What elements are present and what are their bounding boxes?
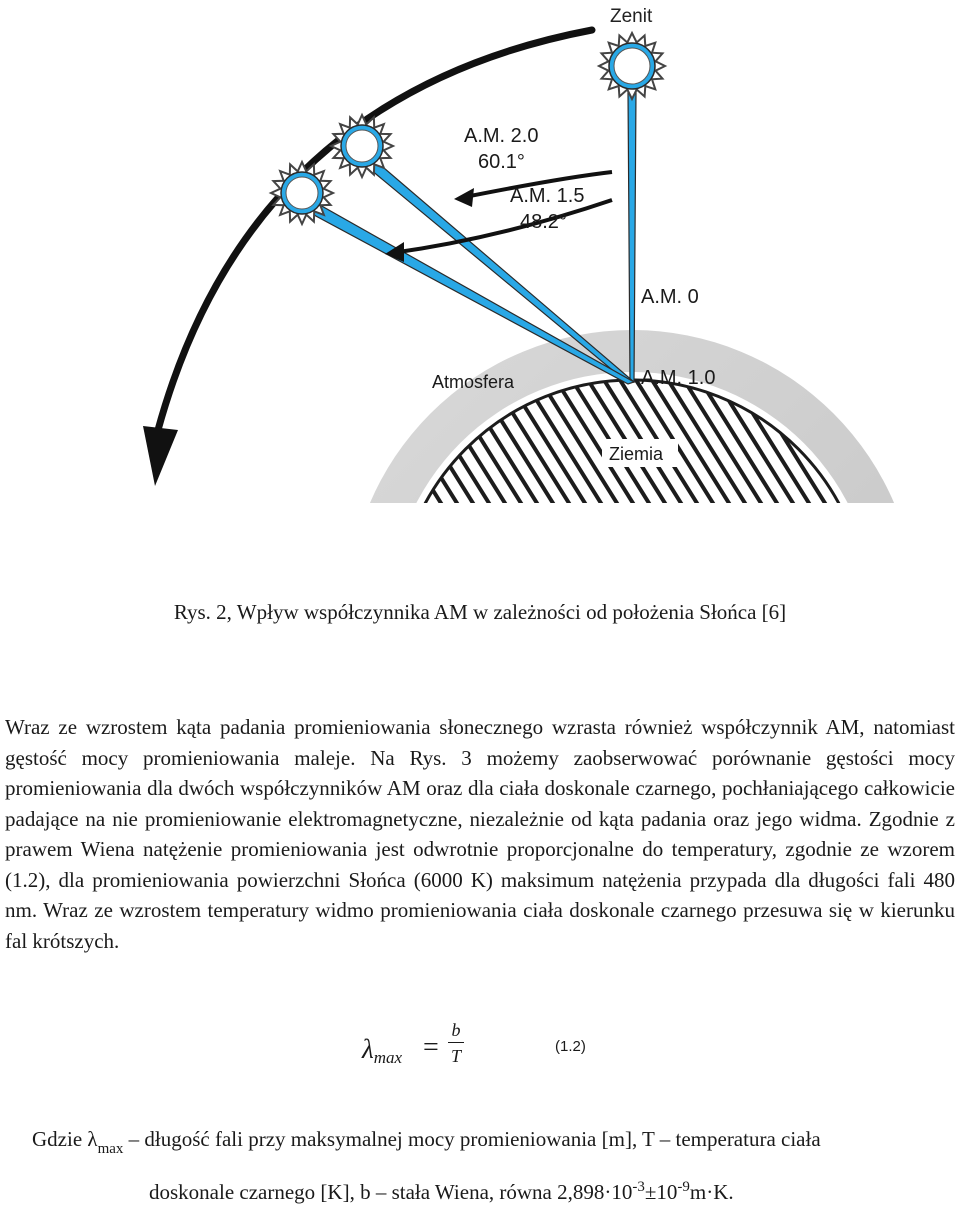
- hatch-line: [666, 380, 867, 503]
- label-zenith: Zenit: [610, 6, 653, 27]
- label-atmosphere: Atmosfera: [432, 372, 515, 392]
- hatch-line: [956, 380, 960, 510]
- hatch-line: [0, 380, 152, 510]
- label-am15: A.M. 1.5: [510, 185, 584, 207]
- hatch-line: [426, 380, 730, 503]
- definition-prefix: Gdzie λ: [32, 1127, 98, 1151]
- hatch-line: [490, 380, 794, 503]
- sun-icon: [596, 30, 668, 102]
- hatch-line: [506, 380, 810, 503]
- beam-am0: [627, 91, 637, 383]
- hatch-line: [0, 380, 264, 510]
- hatch-line: [730, 380, 867, 503]
- sun-core: [285, 176, 319, 210]
- formula-equals: =: [423, 1032, 439, 1063]
- hatch-line: [650, 380, 867, 503]
- hatch-line: [0, 380, 56, 510]
- definition-lambda-subscript: max: [97, 1141, 124, 1157]
- hatch-line: [538, 380, 842, 503]
- hatch-line: [924, 380, 960, 510]
- hatch-line: [474, 380, 778, 503]
- variable-definitions: Gdzie λmax – długość fali przy maksymaln…: [32, 1120, 932, 1211]
- hatch-line: [0, 380, 168, 510]
- label-earth-background: [602, 439, 678, 467]
- definition-exp2: -9: [677, 1179, 690, 1195]
- sun-icon: [268, 159, 336, 227]
- hatch-line: [634, 380, 867, 503]
- label-earth: Ziemia: [609, 444, 664, 464]
- definition-line2-start: doskonale czarnego [K], b – stała Wiena,…: [149, 1180, 633, 1204]
- sun-core: [613, 47, 651, 85]
- definition-mid: ±10: [644, 1180, 678, 1204]
- label-am20: A.M. 2.0: [464, 125, 538, 147]
- hatch-line: [892, 380, 960, 510]
- hatch-line: [60, 380, 360, 510]
- formula-denominator: T: [450, 1046, 461, 1066]
- label-am10: A.M. 1.0: [641, 367, 715, 389]
- curved-arrow-icon: [154, 26, 596, 434]
- hatch-line: [0, 380, 40, 510]
- air-mass-diagram: Zenit A.M. 2.0 60.1° A.M. 1.5 48.2° A.M.…: [0, 6, 960, 510]
- hatch-line: [682, 380, 867, 503]
- label-am20-angle: 60.1°: [478, 151, 525, 173]
- hatch-line: [442, 380, 746, 503]
- hatch-line: [0, 380, 104, 510]
- definition-line1: – długość fali przy maksymalnej mocy pro…: [123, 1127, 821, 1151]
- curved-arrow-head: [143, 426, 178, 486]
- definition-exp1: -3: [632, 1179, 645, 1195]
- hatch-line: [0, 380, 248, 510]
- arrow-icon: [454, 170, 613, 207]
- hatch-line: [0, 380, 136, 510]
- hatch-line: [0, 380, 280, 510]
- hatch-line: [746, 380, 867, 503]
- hatch-line: [876, 380, 960, 510]
- hatch-line: [0, 380, 232, 510]
- label-am15-angle: 48.2°: [520, 211, 567, 233]
- hatch-line: [44, 380, 344, 510]
- arrow-icon: [385, 198, 613, 262]
- formula-numerator: b: [448, 1020, 464, 1043]
- formula-subscript: max: [373, 1048, 403, 1067]
- hatch-line: [522, 380, 826, 503]
- hatch-line: [76, 380, 376, 510]
- formula-number: (1.2): [555, 1038, 586, 1055]
- hatch-line: [940, 380, 960, 510]
- formula-lambda: λ: [362, 1034, 374, 1064]
- label-am0: A.M. 0: [641, 286, 699, 308]
- hatch-line: [714, 380, 867, 503]
- formula-lhs: λmax: [362, 1034, 402, 1068]
- hatch-line: [458, 380, 762, 503]
- beam-am20: [299, 199, 636, 385]
- definition-line2: doskonale czarnego [K], b – stała Wiena,…: [32, 1168, 932, 1211]
- sun-icon: [328, 112, 396, 180]
- hatch-line: [0, 380, 120, 510]
- hatch-line: [0, 380, 72, 510]
- hatch-line: [410, 380, 714, 503]
- definition-end: m·K.: [689, 1180, 734, 1204]
- sun-core: [345, 129, 379, 163]
- figure-caption: Rys. 2, Wpływ współczynnika AM w zależno…: [173, 600, 787, 624]
- hatch-line: [698, 380, 867, 503]
- body-paragraph: Wraz ze wzrostem kąta padania promieniow…: [5, 715, 955, 953]
- hatch-line: [908, 380, 960, 510]
- hatch-line: [0, 380, 216, 510]
- hatch-line: [28, 380, 328, 510]
- hatch-line: [0, 380, 88, 510]
- hatch-line: [92, 380, 392, 510]
- formula-fraction: b T: [448, 1020, 464, 1066]
